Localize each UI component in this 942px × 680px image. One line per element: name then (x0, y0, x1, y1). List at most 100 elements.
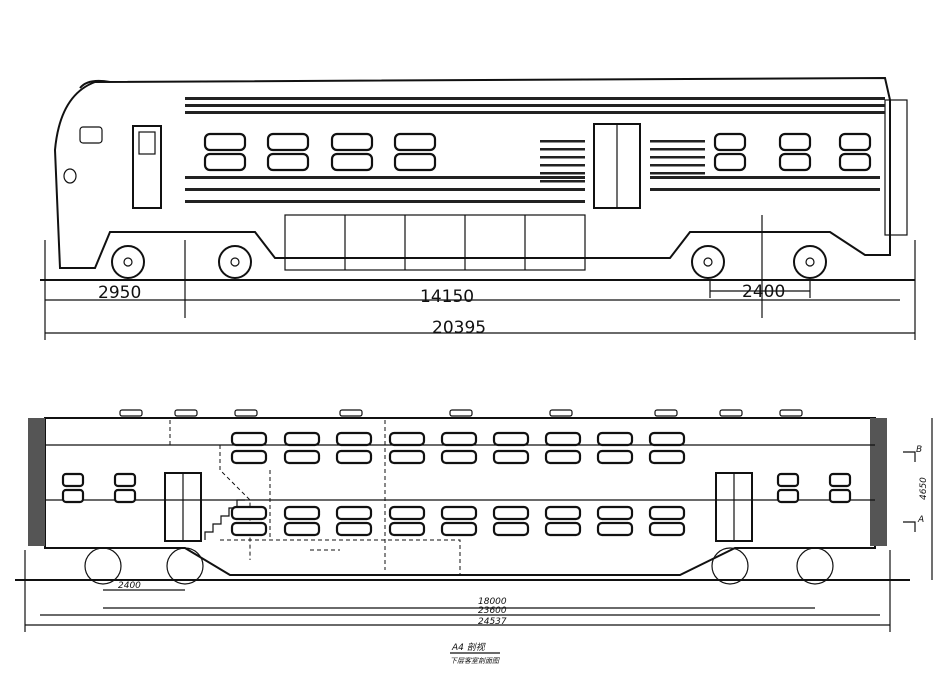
grille-slat (650, 140, 705, 143)
lower-window (440, 505, 478, 521)
upper-window (596, 449, 634, 465)
upper-window (492, 449, 530, 465)
window (393, 152, 437, 172)
lower-window (596, 521, 634, 537)
lower-window (335, 521, 373, 537)
grille-slat (540, 140, 585, 143)
lower-window (283, 521, 321, 537)
section-mark-b: B (916, 445, 922, 455)
window (203, 132, 247, 152)
lower-window (388, 505, 426, 521)
dim-overall-b: 24537 (478, 617, 507, 627)
body-stripe (185, 200, 585, 203)
upper-window (648, 431, 686, 447)
window (838, 132, 872, 152)
window (330, 152, 374, 172)
roof-vent (549, 409, 573, 417)
lower-window (544, 521, 582, 537)
roof-vent (119, 409, 143, 417)
window (713, 152, 747, 172)
dim-bogie-centers: 14150 (420, 287, 474, 307)
end-window (113, 472, 137, 488)
body-stripe (185, 188, 585, 191)
grille-slat (650, 172, 705, 175)
window (778, 152, 812, 172)
end-diaphragm-right (870, 418, 887, 546)
upper-window (440, 449, 478, 465)
body-stripe (650, 188, 880, 191)
roof-vent (654, 409, 678, 417)
window (203, 152, 247, 172)
upper-window (388, 449, 426, 465)
end-window (61, 472, 85, 488)
lower-window (596, 505, 634, 521)
lower-window (544, 505, 582, 521)
dim-wheelbase: 2400 (742, 282, 785, 302)
upper-window (596, 431, 634, 447)
window (266, 152, 310, 172)
upper-window (230, 431, 268, 447)
end-window (776, 472, 800, 488)
roof-louver (185, 97, 885, 100)
roof-louver (185, 111, 885, 114)
upper-window (544, 449, 582, 465)
lower-window (440, 521, 478, 537)
window (393, 132, 437, 152)
grille-slat (540, 172, 585, 175)
caption-title: A4 剖视 (451, 642, 486, 653)
end-window (61, 488, 85, 504)
front-bogie (111, 245, 252, 279)
grille-slat (540, 156, 585, 159)
roof-louver (185, 104, 885, 107)
grille-slat (540, 180, 585, 183)
grille-slat (650, 156, 705, 159)
cab-door (132, 125, 162, 209)
roof-vent (234, 409, 258, 417)
dim-bogie-centers-b: 18000 (478, 597, 507, 607)
body-stripe (185, 176, 585, 179)
headlight (63, 168, 77, 184)
end-window (828, 488, 852, 504)
window (266, 132, 310, 152)
dim-overhang: 2950 (98, 283, 141, 303)
roof-vent (449, 409, 473, 417)
grille-slat (650, 148, 705, 151)
body-stripe (650, 176, 880, 179)
lower-window (230, 505, 268, 521)
lower-window (230, 521, 268, 537)
double-deck-car-elevation: 2400 18000 23600 24537 4650 B A A4 剖视 下层… (15, 409, 933, 665)
lower-window (335, 505, 373, 521)
lower-window (283, 505, 321, 521)
rear-bogie (691, 245, 827, 279)
window (778, 132, 812, 152)
window (330, 132, 374, 152)
dim-overall: 20395 (432, 318, 486, 338)
end-window (776, 488, 800, 504)
grille-slat (540, 148, 585, 151)
caption-subtitle: 下层客室剖面图 (450, 657, 500, 665)
grille-slat (540, 164, 585, 167)
upper-window (492, 431, 530, 447)
roof-vent (779, 409, 803, 417)
upper-window (440, 431, 478, 447)
upper-window (230, 449, 268, 465)
lower-window (648, 521, 686, 537)
lower-window (388, 521, 426, 537)
section-mark-a: A (917, 515, 924, 525)
dim-height: 4650 (919, 477, 929, 500)
upper-window (544, 431, 582, 447)
power-car-elevation: 2950 14150 2400 20395 (40, 76, 916, 340)
lower-window (648, 505, 686, 521)
roof-vent (339, 409, 363, 417)
grille-slat (650, 164, 705, 167)
cab-window (79, 126, 103, 144)
dim-body-length: 23600 (478, 606, 507, 616)
window (838, 152, 872, 172)
end-diaphragm-left (28, 418, 45, 546)
upper-window (283, 431, 321, 447)
roof-vent (174, 409, 198, 417)
upper-window (283, 449, 321, 465)
dim-wheelbase-b: 2400 (118, 581, 141, 591)
upper-window (335, 449, 373, 465)
